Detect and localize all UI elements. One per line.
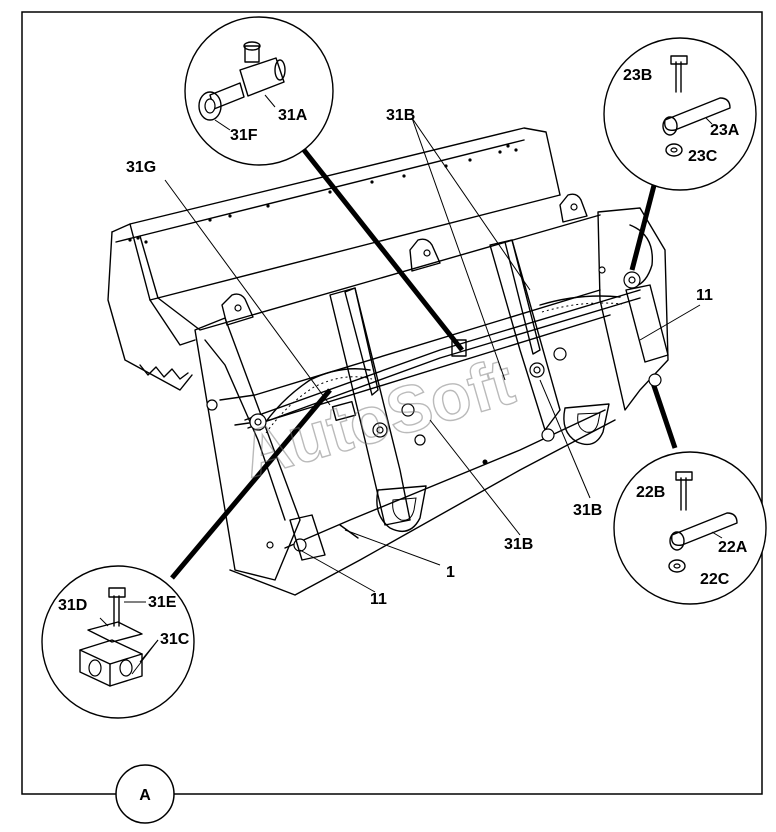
callout-23B: 23B — [623, 67, 652, 84]
connector-31A — [294, 138, 464, 352]
view-label: A — [139, 787, 151, 804]
callout-31D: 31D — [58, 597, 87, 614]
callout-22B: 22B — [636, 484, 665, 501]
callout-31G: 31G — [126, 159, 156, 176]
connector-31D — [170, 388, 332, 580]
detail-circle-22 — [613, 451, 767, 605]
callout-22C: 22C — [700, 571, 730, 588]
figure-frame — [21, 11, 763, 795]
detail-circle-31D — [41, 565, 195, 719]
callout-31B-mid: 31B — [504, 536, 533, 553]
callout-31B-top: 31B — [386, 107, 415, 124]
connector-23 — [629, 169, 661, 271]
callout-1: 1 — [446, 564, 455, 581]
callout-31C: 31C — [160, 631, 190, 648]
connector-22 — [649, 379, 678, 449]
callout-31B-right: 31B — [573, 502, 602, 519]
callout-23A: 23A — [710, 122, 740, 139]
callout-23C: 23C — [688, 148, 718, 165]
callout-31F: 31F — [230, 127, 258, 144]
callout-11-right: 11 — [696, 287, 713, 304]
view-label-circle — [115, 764, 175, 824]
callout-22A: 22A — [718, 539, 748, 556]
callout-31A: 31A — [278, 107, 308, 124]
detail-circle-23 — [603, 37, 757, 191]
detail-circle-31A — [184, 16, 334, 166]
bucket-assembly — [107, 127, 669, 596]
callout-31E: 31E — [148, 594, 177, 611]
watermark-text: AutoSoft — [233, 344, 521, 492]
callout-11-bottom: 11 — [370, 591, 387, 608]
